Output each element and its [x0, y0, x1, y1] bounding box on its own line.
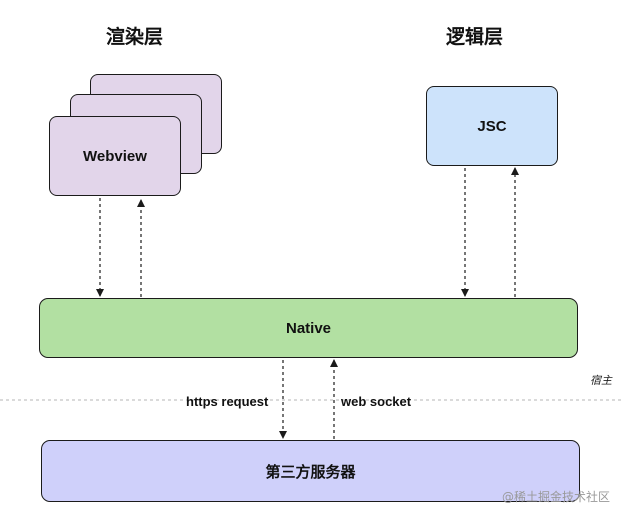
- webview-node: Webview: [49, 116, 181, 196]
- third-party-server-node: 第三方服务器: [41, 440, 580, 502]
- host-label: 宿主: [590, 374, 612, 387]
- native-node: Native: [39, 298, 578, 358]
- jsc-label: JSC: [477, 117, 507, 135]
- webview-label: Webview: [83, 147, 147, 165]
- logic-layer-title: 逻辑层: [446, 26, 504, 48]
- native-label: Native: [285, 319, 332, 337]
- third-party-server-label: 第三方服务器: [265, 462, 356, 481]
- https-request-label: https request: [186, 394, 269, 409]
- jsc-node: JSC: [426, 86, 558, 166]
- web-socket-label: web socket: [341, 394, 412, 409]
- watermark: @稀土掘金技术社区: [502, 490, 611, 504]
- render-layer-title: 渲染层: [106, 26, 164, 48]
